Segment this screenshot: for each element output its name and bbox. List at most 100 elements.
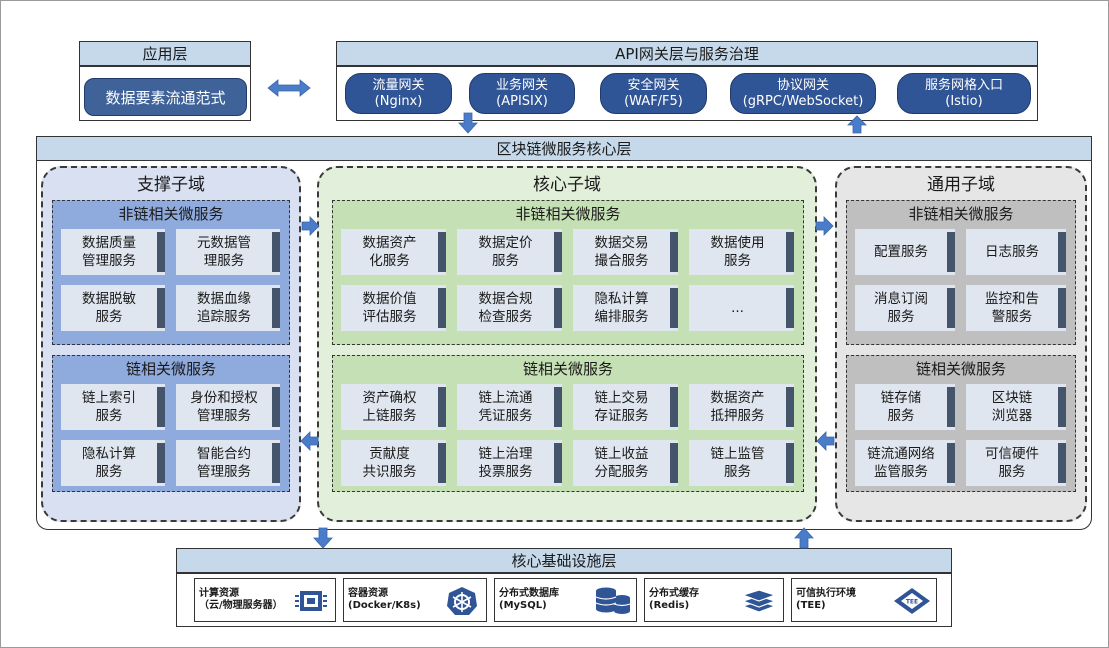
service-name-line1: 链上交易 — [594, 390, 649, 406]
tee-chip-icon: TEE — [892, 585, 932, 617]
gateway-tech: (WAF/F5) — [624, 93, 683, 109]
service-card: 链上治理投票服务 — [457, 440, 562, 486]
general-domain-title: 通用子域 — [927, 174, 995, 195]
service-card: 可信硬件服务 — [966, 440, 1066, 486]
service-card-accent — [438, 232, 446, 272]
service-name-line2: 警服务 — [991, 309, 1033, 325]
service-card-accent — [554, 232, 562, 272]
service-card: 链上收益分配服务 — [573, 440, 678, 486]
service-card-accent — [670, 387, 678, 427]
service-card: 元数据管理服务 — [176, 229, 280, 275]
gateway-pill: 业务网关(APISIX) — [469, 73, 575, 114]
support-non-chain-title: 非链相关微服务 — [118, 204, 224, 223]
infra-item-label: 容器资源(Docker/K8s) — [348, 579, 421, 621]
service-name-line2: 服务 — [998, 464, 1026, 480]
service-name-line1: 链存储 — [880, 390, 922, 406]
kubernetes-icon — [442, 585, 482, 617]
service-name-line2: 服务 — [492, 253, 519, 269]
service-card: 数据价值评估服务 — [341, 285, 446, 331]
service-card-accent — [438, 387, 446, 427]
support-chain-title: 链相关微服务 — [125, 359, 216, 378]
gateway-name: 协议网关 — [776, 77, 829, 93]
service-name-line2: 上链服务 — [362, 408, 417, 424]
service-card-accent — [947, 232, 955, 272]
service-name-line1: 日志服务 — [985, 244, 1039, 260]
service-card: 消息订阅服务 — [855, 285, 955, 331]
core-chain-title: 链相关微服务 — [522, 359, 613, 378]
infra-name: 容器资源 — [348, 588, 388, 599]
service-name-line2: 服务 — [724, 253, 751, 269]
general-chain-title: 链相关微服务 — [915, 359, 1006, 378]
service-name-line1: 数据资产 — [362, 235, 417, 251]
infra-item-label: 分布式缓存(Redis) — [649, 579, 699, 621]
gateway-name: 安全网关 — [627, 77, 680, 93]
service-name-line2: 管理服务 — [82, 253, 136, 269]
service-card-accent — [670, 443, 678, 483]
core-layer-header: 区块链微服务核心层 — [36, 136, 1092, 161]
service-card: 数据血缘追踪服务 — [176, 285, 280, 331]
service-name-line2: 投票服务 — [478, 464, 533, 480]
service-card: 链上流通凭证服务 — [457, 384, 562, 430]
service-name-line2: 撮合服务 — [594, 253, 649, 269]
service-name-line2: 凭证服务 — [478, 408, 533, 424]
service-card-accent — [1058, 387, 1066, 427]
service-name-line1: 隐私计算 — [594, 291, 649, 307]
service-card: 监控和告警服务 — [966, 285, 1066, 331]
service-name-line1: 监控和告 — [985, 291, 1039, 307]
arrow-left-icon — [300, 431, 319, 451]
service-card: 链流通网络监管服务 — [855, 440, 955, 486]
infra-item: 计算资源（云/物理服务器） — [194, 578, 336, 622]
service-card: 数据资产抵押服务 — [689, 384, 794, 430]
service-name-line2: 抵押服务 — [710, 408, 765, 424]
infra-item: 分布式缓存(Redis) — [644, 578, 784, 622]
service-name-line1: 区块链 — [991, 390, 1033, 406]
service-name-line1: 链上索引 — [82, 390, 136, 406]
arrow-up-icon — [847, 115, 867, 134]
service-card-accent — [947, 443, 955, 483]
service-name-line1: 数据合规 — [478, 291, 533, 307]
infra-tech: (TEE) — [796, 600, 826, 611]
service-card: 数据交易撮合服务 — [573, 229, 678, 275]
infra-tech: (Redis) — [649, 600, 690, 611]
server-chip-icon — [291, 585, 331, 617]
service-card: 链上监管服务 — [689, 440, 794, 486]
service-card: 智能合约管理服务 — [176, 440, 280, 486]
service-name-line1: 链流通网络 — [867, 446, 935, 462]
service-name-line2: 理服务 — [203, 253, 245, 269]
infra-name: 计算资源 — [199, 588, 239, 599]
gateway-layer-header: API网关层与服务治理 — [336, 41, 1038, 66]
general-non-chain-title: 非链相关微服务 — [908, 204, 1014, 223]
service-card: 数据定价服务 — [457, 229, 562, 275]
gateway-tech: (gRPC/WebSocket) — [742, 93, 864, 109]
service-card-accent — [157, 232, 165, 272]
service-card: 链上索引服务 — [61, 384, 165, 430]
infra-item: 容器资源(Docker/K8s) — [343, 578, 487, 622]
service-name-line1: 数据交易 — [594, 235, 649, 251]
service-card-accent — [272, 443, 280, 483]
service-card: 隐私计算服务 — [61, 440, 165, 486]
service-card-accent — [157, 288, 165, 328]
service-name-line1: 链上流通 — [478, 390, 533, 406]
service-name-line1: 身份和授权 — [190, 390, 258, 406]
service-name-line1: 元数据管 — [197, 235, 251, 251]
service-name-line1: 数据血缘 — [197, 291, 251, 307]
service-name-line2: 管理服务 — [197, 464, 251, 480]
gateway-tech: (Nginx) — [374, 93, 423, 109]
service-name-line2: 服务 — [95, 408, 123, 424]
gateway-name: 流量网关 — [372, 77, 425, 93]
service-card-accent — [947, 288, 955, 328]
service-name-line1: 智能合约 — [197, 446, 251, 462]
service-name-line2: 服务 — [724, 464, 751, 480]
service-name-line2: 共识服务 — [362, 464, 417, 480]
service-card-accent — [670, 288, 678, 328]
service-card-accent — [272, 288, 280, 328]
service-card: 数据脱敏服务 — [61, 285, 165, 331]
service-name-line2: 分配服务 — [594, 464, 649, 480]
service-card-accent — [272, 232, 280, 272]
service-name-line1: 链上收益 — [594, 446, 649, 462]
core-domain-title: 核心子域 — [533, 174, 601, 195]
service-card-accent — [554, 443, 562, 483]
data-circulation-paradigm: 数据要素流通范式 — [84, 78, 247, 116]
service-name-line2: 监管服务 — [874, 464, 928, 480]
infra-layer-header: 核心基础设施层 — [176, 548, 952, 573]
